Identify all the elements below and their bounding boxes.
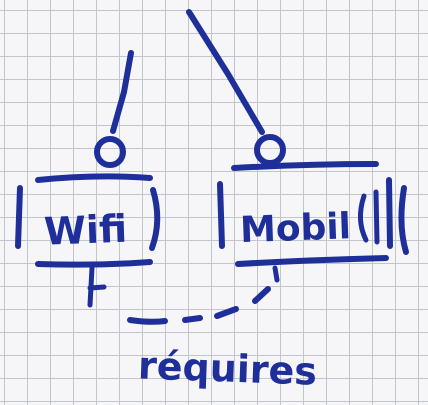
dashed-connector [127,286,271,325]
right-hanger-ring [254,134,286,166]
right-pan-label: Mobil [239,206,351,251]
connector-label: réquires [137,343,317,393]
left-hanger-ring [94,136,126,168]
left-pan-label: Wifi [43,207,128,254]
right-pan: Mobil [217,161,409,283]
left-hanger-line [110,50,134,134]
left-pan: Wifi [15,173,161,308]
right-hanger-line [186,9,265,135]
